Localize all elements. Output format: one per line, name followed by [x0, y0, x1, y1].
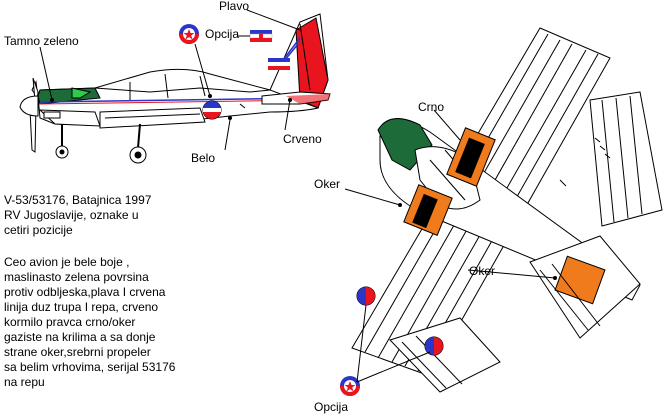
leader-lines [39, 9, 556, 383]
label-tamno-zeleno: Tamno zeleno [4, 34, 79, 48]
caption-line: RV Jugoslavije, oznake u [4, 208, 139, 222]
label-plavo: Plavo [219, 0, 249, 13]
walkway-lower [403, 184, 453, 236]
description-line: na repu [4, 375, 45, 389]
top-view [351, 27, 663, 393]
label-belo: Belo [191, 151, 215, 165]
canopy [94, 68, 271, 93]
label-opcija-bottom: Opcija [314, 400, 348, 414]
lower-wing-plan [389, 317, 501, 393]
label-oker-left: Oker [314, 177, 340, 191]
opcija-roundel-bottom [340, 376, 360, 396]
side-view [19, 13, 331, 164]
label-crno: Crno [418, 100, 444, 114]
caption-line: cetiri pozicije [4, 223, 73, 237]
ochre-tail-patch [554, 255, 606, 305]
description-line: strane oker,srebrni propeler [4, 345, 151, 359]
fin-flag [268, 58, 290, 70]
opcija-roundel-top [179, 24, 199, 44]
description-line: kormilo pravca crno/oker [4, 315, 135, 329]
label-crveno: Crveno [283, 132, 322, 146]
wing-roundel-lower [424, 336, 444, 356]
caption-line: V-53/53176, Batajnica 1997 [4, 193, 152, 207]
label-opcija-top: Opcija [205, 27, 239, 41]
label-oker-right: Oker [469, 264, 495, 278]
fuselage-roundel [202, 100, 222, 120]
windshield-green [71, 87, 92, 99]
description-line: gaziste na krilima a sa donje [4, 330, 156, 344]
walkway-upper [446, 127, 496, 187]
spinner [19, 95, 39, 117]
description-line: Ceo avion je bele boje , [4, 255, 129, 269]
wing-roundel-upper [356, 286, 376, 306]
side-wing [99, 107, 206, 129]
description-line: sa belim vrhovima, serijal 53176 [4, 360, 176, 374]
description-line: linija duz trupa I repa, crveno [4, 300, 158, 314]
opcija-flag-top [249, 30, 273, 42]
description-line: maslinasto zelena povrsina [4, 270, 149, 284]
description-line: protiv odbljeska,plava I crvena [4, 285, 166, 299]
tailplane-upper [589, 91, 663, 227]
